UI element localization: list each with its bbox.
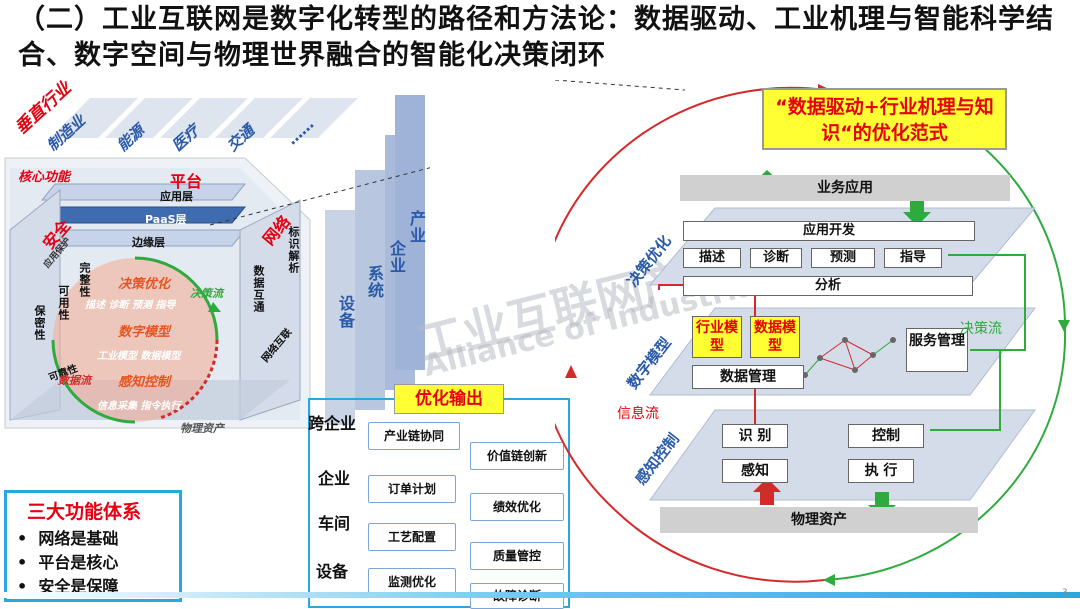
platform-layer: 应用层 bbox=[160, 190, 193, 203]
output-item: 监测优化 bbox=[368, 568, 456, 596]
decision-flow-right-label: 决策流 bbox=[960, 321, 1002, 337]
sphere-collect: 信息采集 指令执行 bbox=[97, 401, 181, 412]
info-flow-label: 信息流 bbox=[617, 406, 659, 422]
output-item: 工艺配置 bbox=[368, 523, 456, 551]
page-number: 3 bbox=[1062, 588, 1068, 598]
decision-op: 指导 bbox=[884, 248, 942, 268]
bottom-band bbox=[0, 592, 1080, 598]
level-label: 车间 bbox=[318, 514, 351, 533]
decision-op: 描述 bbox=[683, 248, 741, 268]
three-systems-panel: 三大功能体系 • 网络是基础 • 平台是核心 • 安全是保障 bbox=[4, 490, 182, 602]
data-model-box: 数据模型 bbox=[750, 316, 800, 358]
level-label: 跨企业 bbox=[308, 414, 357, 433]
sphere-ops: 描述 诊断 预测 指导 bbox=[85, 300, 176, 311]
decision-op: 诊断 bbox=[750, 248, 802, 268]
security-item: 保密性 bbox=[33, 305, 46, 341]
network-item: 数据互通 bbox=[252, 265, 265, 313]
list-item: • 网络是基础 bbox=[17, 529, 119, 548]
optimization-output-title: 优化输出 bbox=[394, 384, 504, 414]
sphere-digital-model: 数字模型 bbox=[118, 325, 171, 340]
sphere-models: 工业模型 数据模型 bbox=[97, 351, 181, 362]
left-physical-asset: 物理资产 bbox=[180, 422, 224, 435]
business-app-bar: 业务应用 bbox=[680, 175, 1010, 201]
recognize-box: 识 别 bbox=[722, 424, 788, 448]
control-box: 控制 bbox=[848, 424, 924, 448]
industry-model-box: 行业模型 bbox=[692, 316, 742, 358]
output-item: 产业链协同 bbox=[368, 422, 460, 450]
list-item: • 安全是保障 bbox=[17, 577, 119, 596]
sense-box: 感知 bbox=[722, 459, 788, 483]
paradigm-box: “数据驱动+行业机理与知识“的优化范式 bbox=[762, 88, 1007, 150]
physical-asset-bar: 物理资产 bbox=[660, 507, 978, 533]
security-item: 完整性 bbox=[78, 262, 91, 298]
level-label: 设备 bbox=[316, 562, 349, 581]
output-item: 价值链创新 bbox=[470, 442, 564, 470]
page-title: （二）工业互联网是数字化转型的路径和方法论：数据驱动、工业机理与智能科学结合、数… bbox=[18, 4, 1054, 71]
data-flow-label: 数据流 bbox=[58, 374, 91, 387]
decision-op: 预测 bbox=[811, 248, 875, 268]
app-dev-box: 应用开发 bbox=[683, 221, 975, 241]
tier-label: 系统 bbox=[365, 265, 384, 299]
three-systems-list: • 网络是基础 • 平台是核心 • 安全是保障 bbox=[17, 527, 118, 599]
execute-box: 执 行 bbox=[848, 459, 914, 483]
core-function-label: 核心功能 bbox=[18, 170, 71, 185]
list-item: • 平台是核心 bbox=[17, 553, 119, 572]
network-item: 标识解析 bbox=[287, 226, 300, 274]
decision-flow-label: 决策流 bbox=[190, 287, 223, 300]
output-item: 订单计划 bbox=[368, 475, 456, 503]
service-management-box: 服务管理 bbox=[906, 328, 968, 372]
three-systems-title: 三大功能体系 bbox=[27, 501, 142, 523]
data-management-box: 数据管理 bbox=[692, 365, 804, 389]
platform-label: 平台 bbox=[170, 172, 203, 191]
tier-label: 产业 bbox=[407, 210, 426, 244]
analysis-box: 分析 bbox=[683, 276, 973, 296]
level-label: 企业 bbox=[318, 469, 351, 488]
platform-layer: 边缘层 bbox=[132, 236, 165, 249]
tier-label: 企业 bbox=[387, 240, 406, 274]
sphere-decision: 决策优化 bbox=[118, 277, 171, 292]
output-item: 质量管控 bbox=[470, 542, 564, 570]
output-item: 绩效优化 bbox=[470, 493, 564, 521]
sphere-sense-control: 感知控制 bbox=[118, 375, 171, 390]
security-item: 可用性 bbox=[57, 285, 70, 321]
tier-label: 设备 bbox=[336, 295, 355, 329]
platform-layer: PaaS层 bbox=[145, 213, 187, 226]
left-model-graphic bbox=[4, 95, 430, 429]
